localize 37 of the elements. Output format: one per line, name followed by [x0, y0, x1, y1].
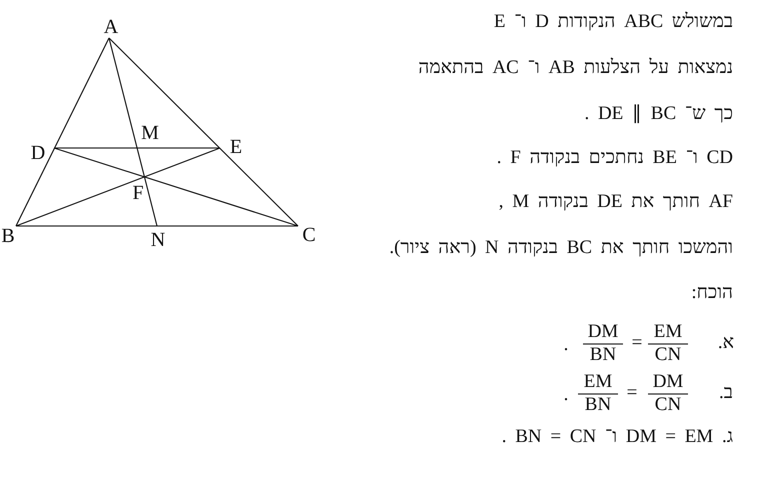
- line-segment: [16, 38, 110, 226]
- point-label: A: [104, 17, 118, 37]
- problem-text: .: [564, 385, 568, 405]
- problem-text: CN: [654, 345, 682, 365]
- problem-text: BN: [590, 345, 616, 365]
- problem-text: נמצאות על הצלעות AB ו־ AC בהתאמה: [418, 57, 733, 79]
- line-segment: [54, 147, 298, 227]
- problem-text: AF חותך את DE בנקודה M ,: [498, 191, 733, 213]
- point-label: M: [141, 123, 159, 143]
- line-segment: [108, 38, 298, 226]
- problem-text: והמשכו חותך את BC בנקודה N (ראה ציור).: [389, 237, 733, 259]
- problem-text: =: [632, 333, 642, 353]
- line-segment: [108, 38, 158, 226]
- problem-text: ג. DM = EM ו־ BN = CN .: [502, 426, 733, 448]
- point-label: E: [230, 137, 242, 157]
- point-label: F: [132, 183, 144, 203]
- fraction-numerator: DM: [652, 372, 684, 392]
- problem-text: הוכח:: [691, 282, 733, 304]
- line-segment: [16, 225, 298, 227]
- point-label: C: [302, 225, 316, 245]
- problem-text: =: [626, 383, 638, 403]
- problem-text: א.: [718, 333, 734, 353]
- problem-text: במשולש ABC הנקודות D ו־ E: [494, 11, 733, 33]
- problem-text: CD ו־ BE נחתכים בנקודה F .: [496, 147, 733, 169]
- problem-text: כך ש־ DE ∥ BC .: [584, 102, 733, 125]
- point-label: D: [30, 143, 46, 163]
- line-segment: [54, 147, 220, 149]
- fraction-numerator: DM: [588, 322, 618, 342]
- problem-text: ב.: [719, 383, 733, 403]
- point-label: B: [1, 226, 15, 246]
- problem-text: .: [564, 335, 568, 355]
- fraction-numerator: EM: [584, 372, 612, 392]
- problem-text: CN: [654, 395, 682, 415]
- point-label: N: [150, 230, 166, 250]
- problem-text: BN: [584, 395, 612, 415]
- fraction-numerator: EM: [654, 322, 682, 342]
- line-segment: [16, 147, 220, 227]
